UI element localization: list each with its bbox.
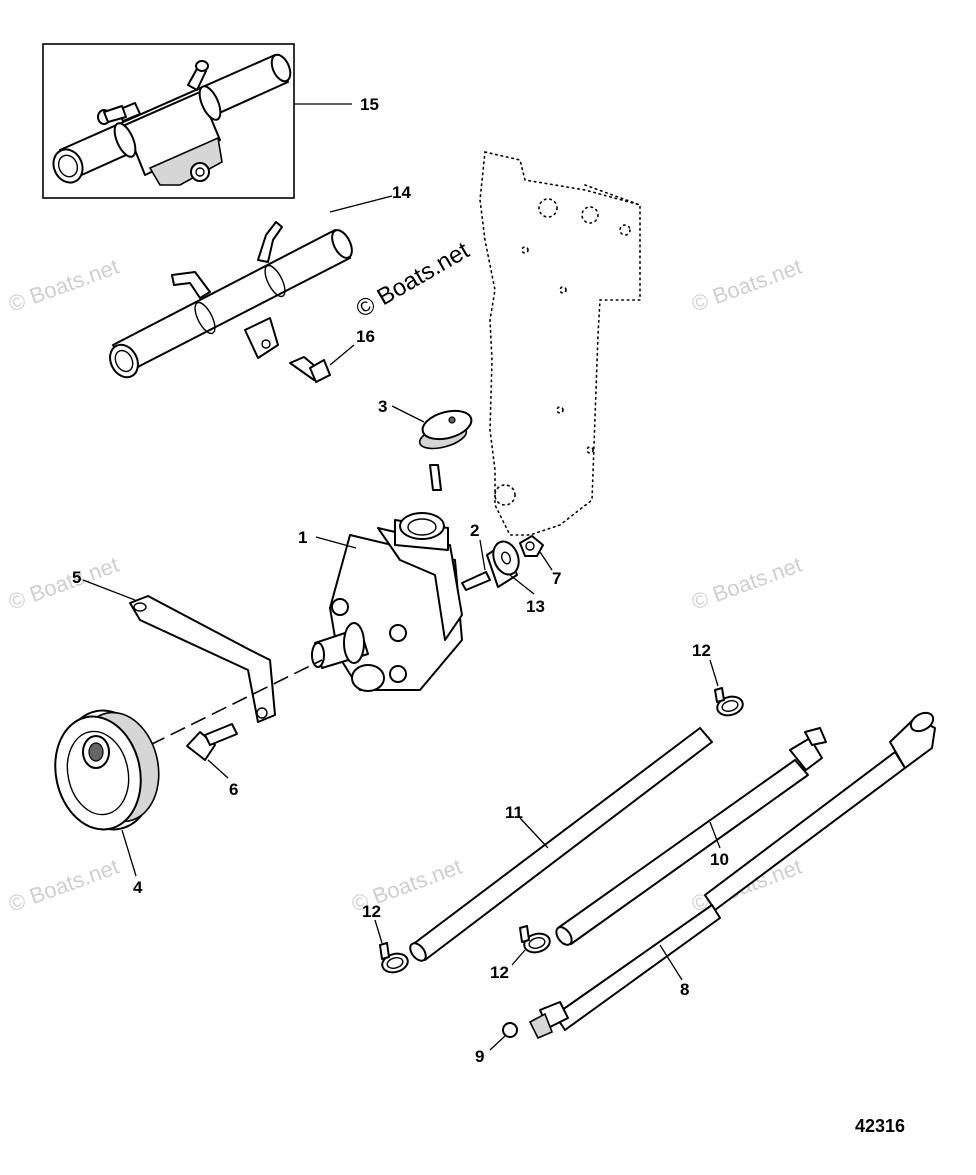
callout-15: 15 <box>360 95 379 114</box>
watermark-right-mid: © Boats.net <box>688 552 805 615</box>
leader-11 <box>519 817 549 849</box>
leader-2 <box>479 539 486 571</box>
part-11-tube: 11 <box>409 727 713 962</box>
leader-10 <box>709 821 721 849</box>
part-12-clamp-mid: 12 <box>490 925 551 982</box>
leader-3 <box>391 405 425 423</box>
part-8-hose: 8 <box>528 711 936 1040</box>
part-12-clamp-top: 12 <box>692 641 744 717</box>
watermark-left-mid: © Boats.net <box>5 552 122 615</box>
callout-5: 5 <box>72 568 81 587</box>
part-3-cap: 3 <box>378 397 473 491</box>
part-5-bracket: 5 <box>72 568 276 723</box>
callout-14: 14 <box>392 183 411 202</box>
part-15-fitting <box>52 53 292 186</box>
leader-1 <box>315 536 357 549</box>
callout-12-top: 12 <box>692 641 711 660</box>
callout-8: 8 <box>680 980 689 999</box>
alignment-line <box>149 659 323 746</box>
leader-14 <box>329 195 393 213</box>
watermark-main: © Boats.net <box>352 237 475 323</box>
leader-12-mid <box>511 949 526 966</box>
leader-9 <box>489 1035 506 1051</box>
callout-12-mid: 12 <box>490 963 509 982</box>
callout-2: 2 <box>470 521 479 540</box>
callout-6: 6 <box>229 780 238 799</box>
part-14-fitting: 14 <box>109 183 411 379</box>
callout-4: 4 <box>133 878 143 897</box>
watermark-left-bottom: © Boats.net <box>5 854 122 917</box>
callout-7: 7 <box>552 569 561 588</box>
callout-10: 10 <box>710 850 729 869</box>
watermark-right-top: © Boats.net <box>688 254 805 317</box>
leader-12-top <box>709 659 719 687</box>
part-15-inset: 15 <box>42 43 379 199</box>
part-4-pulley: 4 <box>54 709 160 897</box>
part-9-oring: 9 <box>475 1022 518 1066</box>
callout-1: 1 <box>298 528 307 547</box>
part-12-clamp-left: 12 <box>362 902 409 974</box>
part-6-bolt: 6 <box>186 723 238 799</box>
leader-6 <box>207 759 229 779</box>
leader-4 <box>121 829 137 877</box>
figure-number: 42316 <box>855 1116 905 1136</box>
part-1-pump: 1 2 <box>298 512 491 692</box>
part-10-hose: 10 <box>555 727 827 946</box>
watermark-left-top: © Boats.net <box>5 254 122 317</box>
part-16-bolt: 16 <box>289 327 375 383</box>
callout-9: 9 <box>475 1047 484 1066</box>
callout-16: 16 <box>356 327 375 346</box>
callout-3: 3 <box>378 397 387 416</box>
leader-12-left <box>374 919 383 944</box>
callout-12-left: 12 <box>362 902 381 921</box>
leader-7 <box>539 551 553 571</box>
leader-5 <box>82 579 136 601</box>
leader-8 <box>659 944 683 981</box>
engine-bracket-outline <box>479 151 641 536</box>
leader-13 <box>509 574 535 595</box>
part-7-nut: 7 <box>519 535 561 588</box>
leader-16 <box>329 344 355 366</box>
callout-11: 11 <box>505 803 523 822</box>
callout-13: 13 <box>526 597 545 616</box>
part-13-spacer: 13 <box>486 540 545 616</box>
